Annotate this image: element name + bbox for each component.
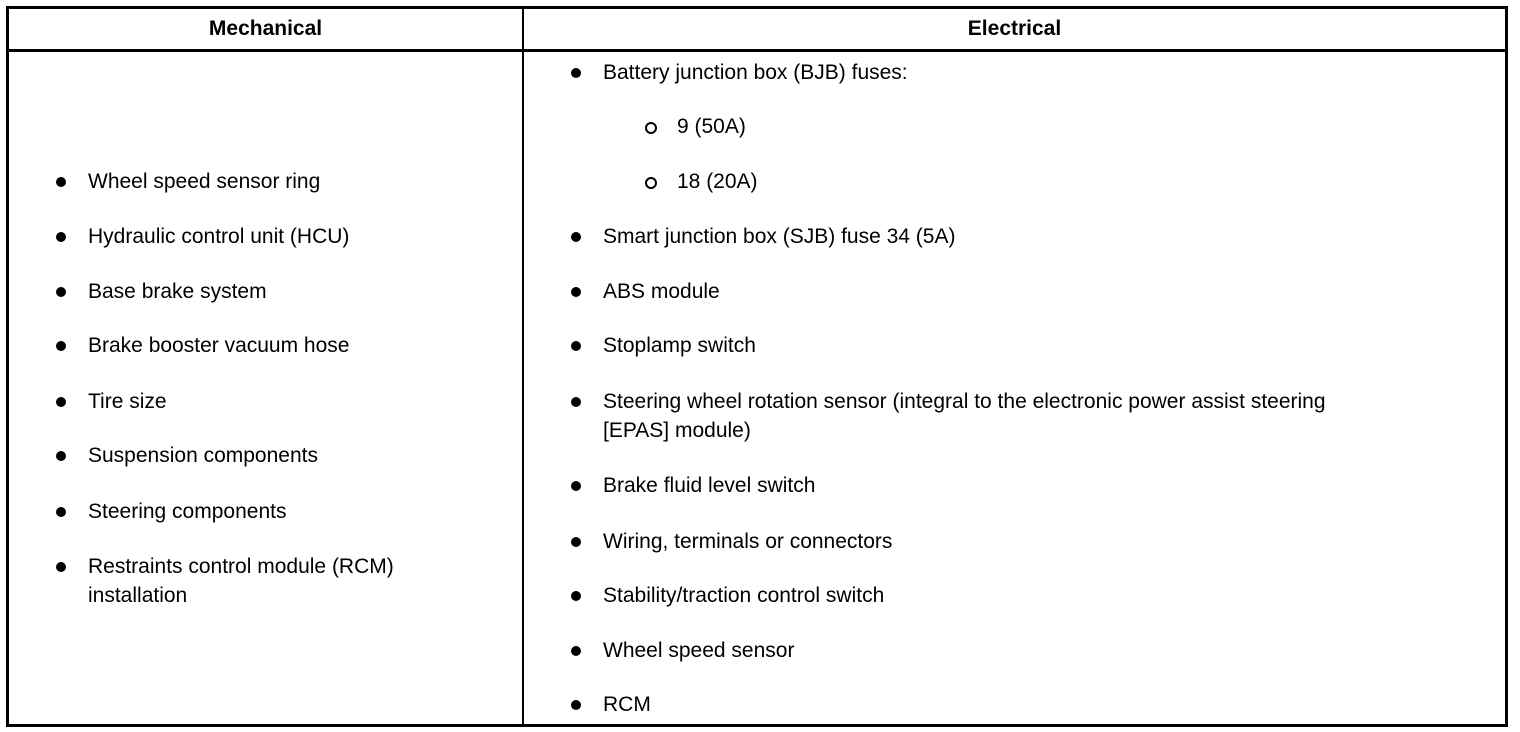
list-item-text: RCM [603,693,651,716]
filled-bullet-icon [571,646,581,656]
electrical-list: Battery junction box (BJB) fuses: 9 (50A… [571,0,1491,716]
list-item-text: Steering wheel rotation sensor (integral… [603,390,1326,413]
list-item-text: Wheel speed sensor [603,639,795,662]
filled-bullet-icon [571,232,581,242]
filled-bullet-icon [571,341,581,351]
column-divider [522,9,524,724]
filled-bullet-icon [571,700,581,710]
list-item-text: Hydraulic control unit (HCU) [88,225,350,248]
filled-bullet-icon [571,591,581,601]
hollow-bullet-icon [645,177,657,189]
filled-bullet-icon [56,397,66,407]
list-item-text: Steering components [88,500,287,523]
filled-bullet-icon [56,451,66,461]
list-item-text: installation [88,584,188,607]
filled-bullet-icon [571,397,581,407]
filled-bullet-icon [571,287,581,297]
table-header-row: Mechanical Electrical [9,9,1505,52]
filled-bullet-icon [571,68,581,78]
list-item-text: ABS module [603,280,720,303]
hollow-bullet-icon [645,122,657,134]
list-item-text: Brake booster vacuum hose [88,334,350,357]
list-item-text: Smart junction box (SJB) fuse 34 (5A) [603,225,956,248]
filled-bullet-icon [571,481,581,491]
list-item-text: [EPAS] module) [603,419,751,442]
list-item-text: Tire size [88,390,167,413]
list-item-text: Brake fluid level switch [603,474,816,497]
filled-bullet-icon [571,537,581,547]
list-item-text: 18 (20A) [677,170,758,193]
mechanical-list: Wheel speed sensor ring Hydraulic contro… [56,0,516,715]
list-item-text: Stability/traction control switch [603,584,885,607]
filled-bullet-icon [56,562,66,572]
filled-bullet-icon [56,177,66,187]
filled-bullet-icon [56,232,66,242]
list-item-text: Restraints control module (RCM) [88,555,394,578]
list-item-text: Stoplamp switch [603,334,756,357]
list-item-text: Wiring, terminals or connectors [603,530,893,553]
filled-bullet-icon [56,287,66,297]
header-electrical: Electrical [967,17,1062,40]
list-item-text: 9 (50A) [677,115,746,138]
list-item-text: Battery junction box (BJB) fuses: [603,61,908,84]
list-item-text: Base brake system [88,280,267,303]
filled-bullet-icon [56,507,66,517]
diagnostic-table: Mechanical Electrical [6,6,1508,727]
header-mechanical: Mechanical [208,17,323,40]
list-item-text: Wheel speed sensor ring [88,170,321,193]
list-item-text: Suspension components [88,444,318,467]
filled-bullet-icon [56,341,66,351]
